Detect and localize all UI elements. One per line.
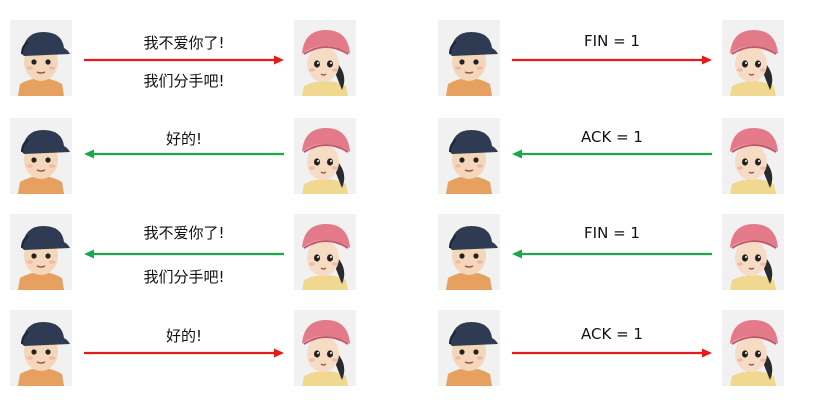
arrow-left bbox=[512, 248, 712, 260]
message-line-1: FIN = 1 bbox=[584, 32, 640, 50]
message-line-1: 我不爱你了! bbox=[143, 224, 225, 242]
message-line-1: 好的! bbox=[165, 130, 202, 148]
arrow-head bbox=[512, 249, 522, 259]
arrow-head bbox=[512, 149, 522, 159]
arrow-shape bbox=[512, 249, 712, 259]
boy-avatar-icon bbox=[438, 214, 500, 290]
boy-avatar-icon bbox=[10, 214, 72, 290]
arrow-left bbox=[84, 148, 284, 160]
message-line-1: ACK = 1 bbox=[581, 128, 643, 146]
girl-avatar-icon bbox=[722, 310, 784, 386]
arrow-shape bbox=[512, 55, 712, 65]
girl-avatar-icon bbox=[294, 20, 356, 96]
message-line-1: 好的! bbox=[165, 327, 202, 345]
arrow-right bbox=[512, 54, 712, 66]
girl-avatar-icon bbox=[722, 214, 784, 290]
boy-avatar-icon bbox=[438, 310, 500, 386]
message-line-1: ACK = 1 bbox=[581, 325, 643, 343]
girl-avatar-icon bbox=[294, 118, 356, 194]
boy-avatar-icon bbox=[438, 20, 500, 96]
girl-avatar-icon bbox=[722, 20, 784, 96]
arrow-right bbox=[84, 54, 284, 66]
arrow-head bbox=[702, 55, 712, 65]
arrow-left bbox=[512, 148, 712, 160]
arrow-shape bbox=[512, 348, 712, 358]
girl-avatar-icon bbox=[722, 118, 784, 194]
boy-avatar-icon bbox=[10, 20, 72, 96]
girl-avatar-icon bbox=[294, 214, 356, 290]
arrow-shape bbox=[84, 55, 284, 65]
arrow-shape bbox=[84, 348, 284, 358]
arrow-head bbox=[274, 348, 284, 358]
arrow-head bbox=[702, 348, 712, 358]
arrow-left bbox=[84, 248, 284, 260]
arrow-right bbox=[512, 347, 712, 359]
girl-avatar-icon bbox=[294, 310, 356, 386]
message-line-1: 我不爱你了! bbox=[143, 34, 225, 52]
arrow-head bbox=[84, 149, 94, 159]
boy-avatar-icon bbox=[10, 310, 72, 386]
arrow-shape bbox=[512, 149, 712, 159]
message-line-2: 我们分手吧! bbox=[143, 268, 225, 286]
arrow-right bbox=[84, 347, 284, 359]
arrow-shape bbox=[84, 149, 284, 159]
boy-avatar-icon bbox=[438, 118, 500, 194]
message-line-2: 我们分手吧! bbox=[143, 72, 225, 90]
arrow-head bbox=[84, 249, 94, 259]
message-line-1: FIN = 1 bbox=[584, 224, 640, 242]
arrow-shape bbox=[84, 249, 284, 259]
boy-avatar-icon bbox=[10, 118, 72, 194]
arrow-head bbox=[274, 55, 284, 65]
